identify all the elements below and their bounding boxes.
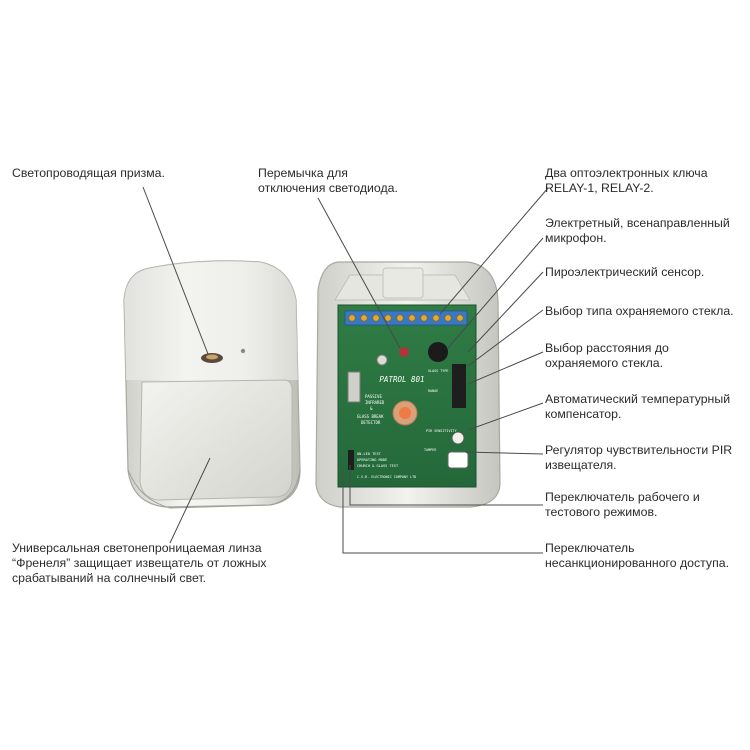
board-text-range: RANGE <box>428 389 438 393</box>
label-relays: Два оптоэлектронных ключа RELAY-1, RELAY… <box>545 166 708 195</box>
label-pir-sensitivity: Регулятор чувствительности PIR извещател… <box>545 443 733 472</box>
work-test-jumper <box>348 450 354 470</box>
label-glass-distance: Выбор расстояния до охраняемого стекла. <box>545 341 669 370</box>
jumper-block <box>452 364 466 408</box>
board-model: PATROL 801 <box>379 375 424 384</box>
board-text-mode2: CHURCH & GLASS TEST <box>357 464 399 468</box>
relay-left <box>347 371 361 403</box>
label-tamper-switch: Переключатель несанкционированного досту… <box>545 541 729 570</box>
leader-temp <box>467 402 544 431</box>
leader-work-test <box>349 465 543 506</box>
board-text-glass: GLASS TYPE <box>428 369 448 373</box>
leader-prism <box>142 186 209 355</box>
leader-glass-type <box>467 309 544 367</box>
label-fresnel-lens: Универсальная светонепроницаемая линза “… <box>12 541 267 585</box>
board-text-5: DETECTOR <box>361 420 381 425</box>
pir-sensitivity-pot <box>451 431 465 445</box>
board-text-4: GLASS BREAK <box>357 414 384 419</box>
fresnel-lens <box>139 379 293 501</box>
board-text-1: PASSIVE <box>365 394 382 399</box>
board-text-3: & <box>370 406 373 411</box>
board-text-mode1: OPERATING MODE <box>357 458 387 462</box>
leader-glass-distance <box>467 351 544 385</box>
leader-lines <box>142 186 549 554</box>
label-led-jumper: Перемычка для отключения светодиода. <box>258 166 398 195</box>
leader-microphone <box>447 237 544 349</box>
leader-pir-sensitivity <box>464 451 544 455</box>
leader-led-jumper <box>317 197 401 349</box>
label-prism: Светопроводящая призма. <box>12 166 165 180</box>
board-text-2: INFRARED <box>365 400 385 405</box>
leader-tamper <box>342 470 543 554</box>
microphone <box>428 342 448 362</box>
terminal-block <box>344 310 468 326</box>
leader-relays <box>439 187 549 315</box>
label-pyro-sensor: Пироэлектрический сенсор. <box>545 265 705 279</box>
detector-open: PATROL 801 PASSIVE INFRARED & GLASS BREA… <box>315 261 501 508</box>
tamper-switch <box>447 451 469 469</box>
label-glass-type: Выбор типа охраняемого стекла. <box>545 304 734 318</box>
leader-pyro <box>467 271 544 353</box>
label-work-test-switch: Переключатель рабочего и тестового режим… <box>545 490 700 519</box>
label-microphone: Электретный, всенаправленный микрофон. <box>545 216 730 245</box>
board-text-maker: C.S.R. ELECTRONIC COMPANY LTD <box>357 475 416 479</box>
label-temp-compensator: Автоматический температурный компенсатор… <box>545 392 731 421</box>
terminal-screws <box>348 314 464 322</box>
detector-closed <box>123 260 301 509</box>
board-text-led: ON-LED TEST <box>357 452 382 456</box>
board-text-tamper: TAMPER <box>424 448 437 452</box>
board-text-pir: PIR SENSITIVITY <box>426 429 457 433</box>
led-jumper <box>399 347 409 357</box>
leader-fresnel <box>169 457 211 544</box>
